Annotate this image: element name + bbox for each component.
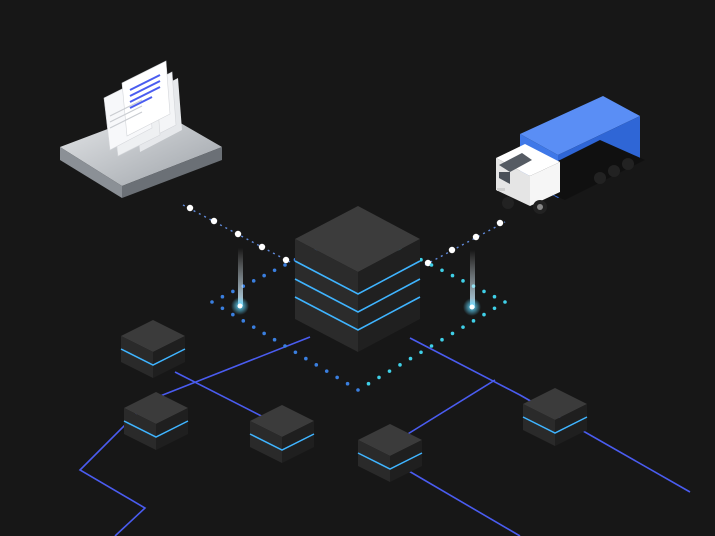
ring-dot bbox=[210, 300, 214, 304]
ring-dot bbox=[377, 376, 381, 380]
ring-dot bbox=[430, 263, 434, 267]
ring-dot bbox=[493, 295, 497, 299]
ring-dot bbox=[398, 363, 402, 367]
ring-dot bbox=[419, 350, 423, 354]
ring-dot bbox=[325, 369, 329, 373]
ring-dot bbox=[252, 279, 256, 283]
ring-dot bbox=[482, 313, 486, 317]
ring-dot bbox=[273, 338, 277, 342]
ring-dot bbox=[221, 295, 225, 299]
ring-dot bbox=[493, 306, 497, 310]
ring-dot bbox=[388, 369, 392, 373]
ring-dot bbox=[409, 357, 413, 361]
ring-dot bbox=[273, 268, 277, 272]
ring-dot bbox=[367, 382, 371, 386]
node-cube-icon bbox=[250, 405, 314, 463]
ring-dot bbox=[451, 274, 455, 278]
ring-dot bbox=[283, 344, 287, 348]
node-cube-icon bbox=[523, 388, 587, 446]
ring-dot bbox=[262, 332, 266, 336]
ring-dot bbox=[231, 290, 235, 294]
ring-dot bbox=[335, 376, 339, 380]
ring-dot bbox=[314, 363, 318, 367]
ring-dot bbox=[461, 279, 465, 283]
ring-dot bbox=[440, 338, 444, 342]
ring-dot bbox=[482, 290, 486, 294]
ring-dot bbox=[221, 306, 225, 310]
ring-dot bbox=[503, 300, 507, 304]
ring-dot bbox=[241, 319, 245, 323]
ring-dot bbox=[262, 274, 266, 278]
ring-dot bbox=[451, 332, 455, 336]
ring-dot bbox=[283, 263, 287, 267]
ring-dot bbox=[440, 268, 444, 272]
truck-icon bbox=[496, 96, 645, 214]
ring-dot bbox=[304, 357, 308, 361]
ring-dot bbox=[356, 388, 360, 392]
ring-dot bbox=[430, 344, 434, 348]
ring-dot bbox=[461, 325, 465, 329]
node-cube-icon bbox=[121, 320, 185, 378]
server-hub bbox=[295, 206, 420, 352]
ring-dot bbox=[252, 325, 256, 329]
ring-dot bbox=[346, 382, 350, 386]
ring-dot bbox=[294, 350, 298, 354]
delivery-truck bbox=[496, 96, 645, 214]
node-cube-icon bbox=[124, 392, 188, 450]
ring-dot bbox=[472, 319, 476, 323]
document-stack bbox=[60, 61, 222, 198]
ring-dot bbox=[231, 313, 235, 317]
